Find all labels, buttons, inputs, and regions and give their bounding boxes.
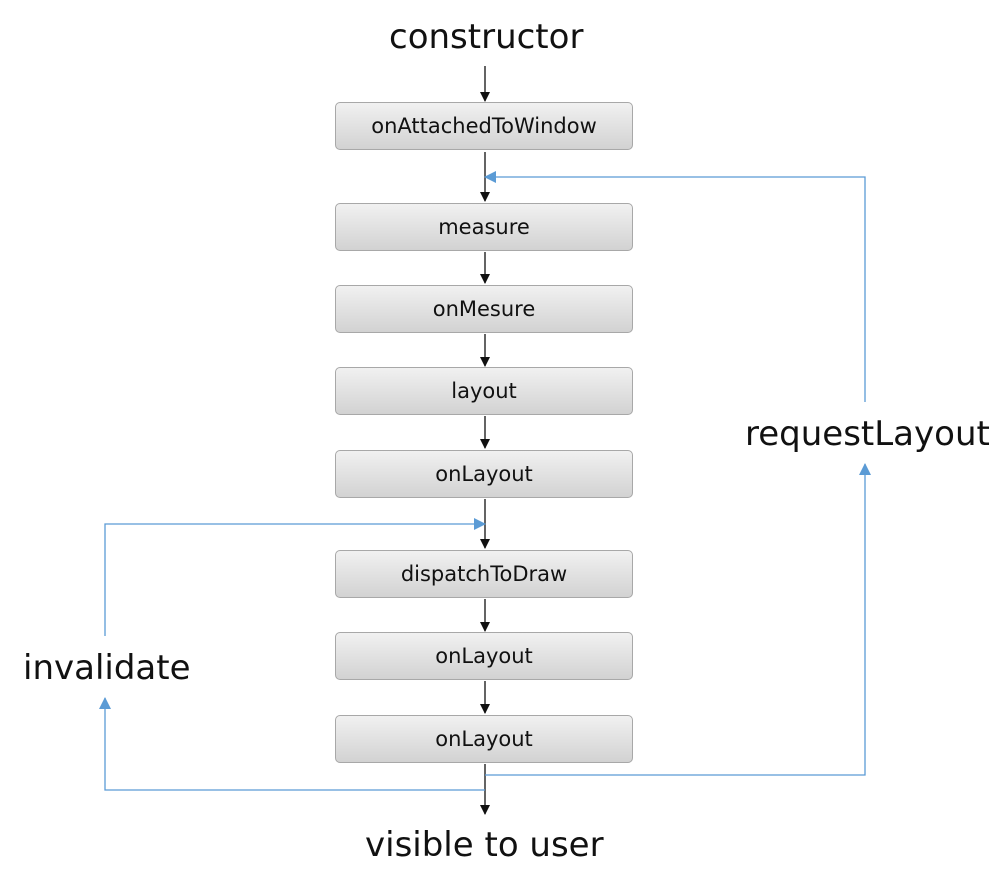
step-on-attached-to-window: onAttachedToWindow <box>335 102 633 150</box>
request-layout-label: requestLayout <box>745 414 990 454</box>
end-label: visible to user <box>365 825 604 865</box>
invalidate-loop-back <box>104 518 486 636</box>
step-on-layout-2: onLayout <box>335 632 633 680</box>
start-label: constructor <box>389 17 584 57</box>
step-measure: measure <box>335 203 633 251</box>
request-layout-loop-up <box>485 463 871 776</box>
invalidate-label: invalidate <box>23 648 191 688</box>
request-layout-loop-back <box>484 171 866 402</box>
step-on-layout-3: onLayout <box>335 715 633 763</box>
step-dispatch-to-draw: dispatchToDraw <box>335 550 633 598</box>
step-on-layout: onLayout <box>335 450 633 498</box>
step-on-mesure: onMesure <box>335 285 633 333</box>
step-layout: layout <box>335 367 633 415</box>
invalidate-loop-up <box>99 697 485 791</box>
